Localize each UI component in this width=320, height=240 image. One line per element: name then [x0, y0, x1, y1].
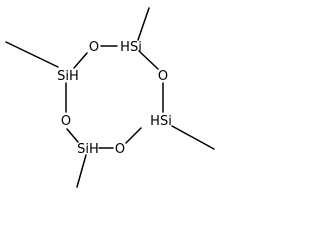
atom-o-bottom: O [115, 142, 125, 157]
bond-si-top-right-to-o-right [138, 50, 159, 70]
structure-diagram: O HSi SiH O O HSi SiH O [5, 7, 215, 188]
methyl-bond-right [171, 125, 215, 150]
atom-si-right: HSi [150, 114, 172, 129]
atom-o-left: O [61, 114, 71, 129]
methyl-bond-bottom [76, 154, 87, 188]
atom-si-bottom: SiH [77, 142, 99, 157]
atom-si-top-right: HSi [120, 40, 142, 55]
methyl-bond-left [5, 41, 59, 68]
molecule-drawing: O HSi SiH O O HSi SiH O [5, 7, 215, 188]
bond-si-bottom-to-o-left [66, 128, 79, 143]
atom-o-right: O [158, 69, 168, 84]
atom-o-top: O [89, 40, 99, 55]
bond-si-right-to-o-bottom [125, 127, 142, 144]
methyl-bond-top-right [137, 7, 150, 41]
atom-si-left: SiH [57, 69, 79, 84]
bond-si-left-to-o-top [73, 52, 88, 69]
